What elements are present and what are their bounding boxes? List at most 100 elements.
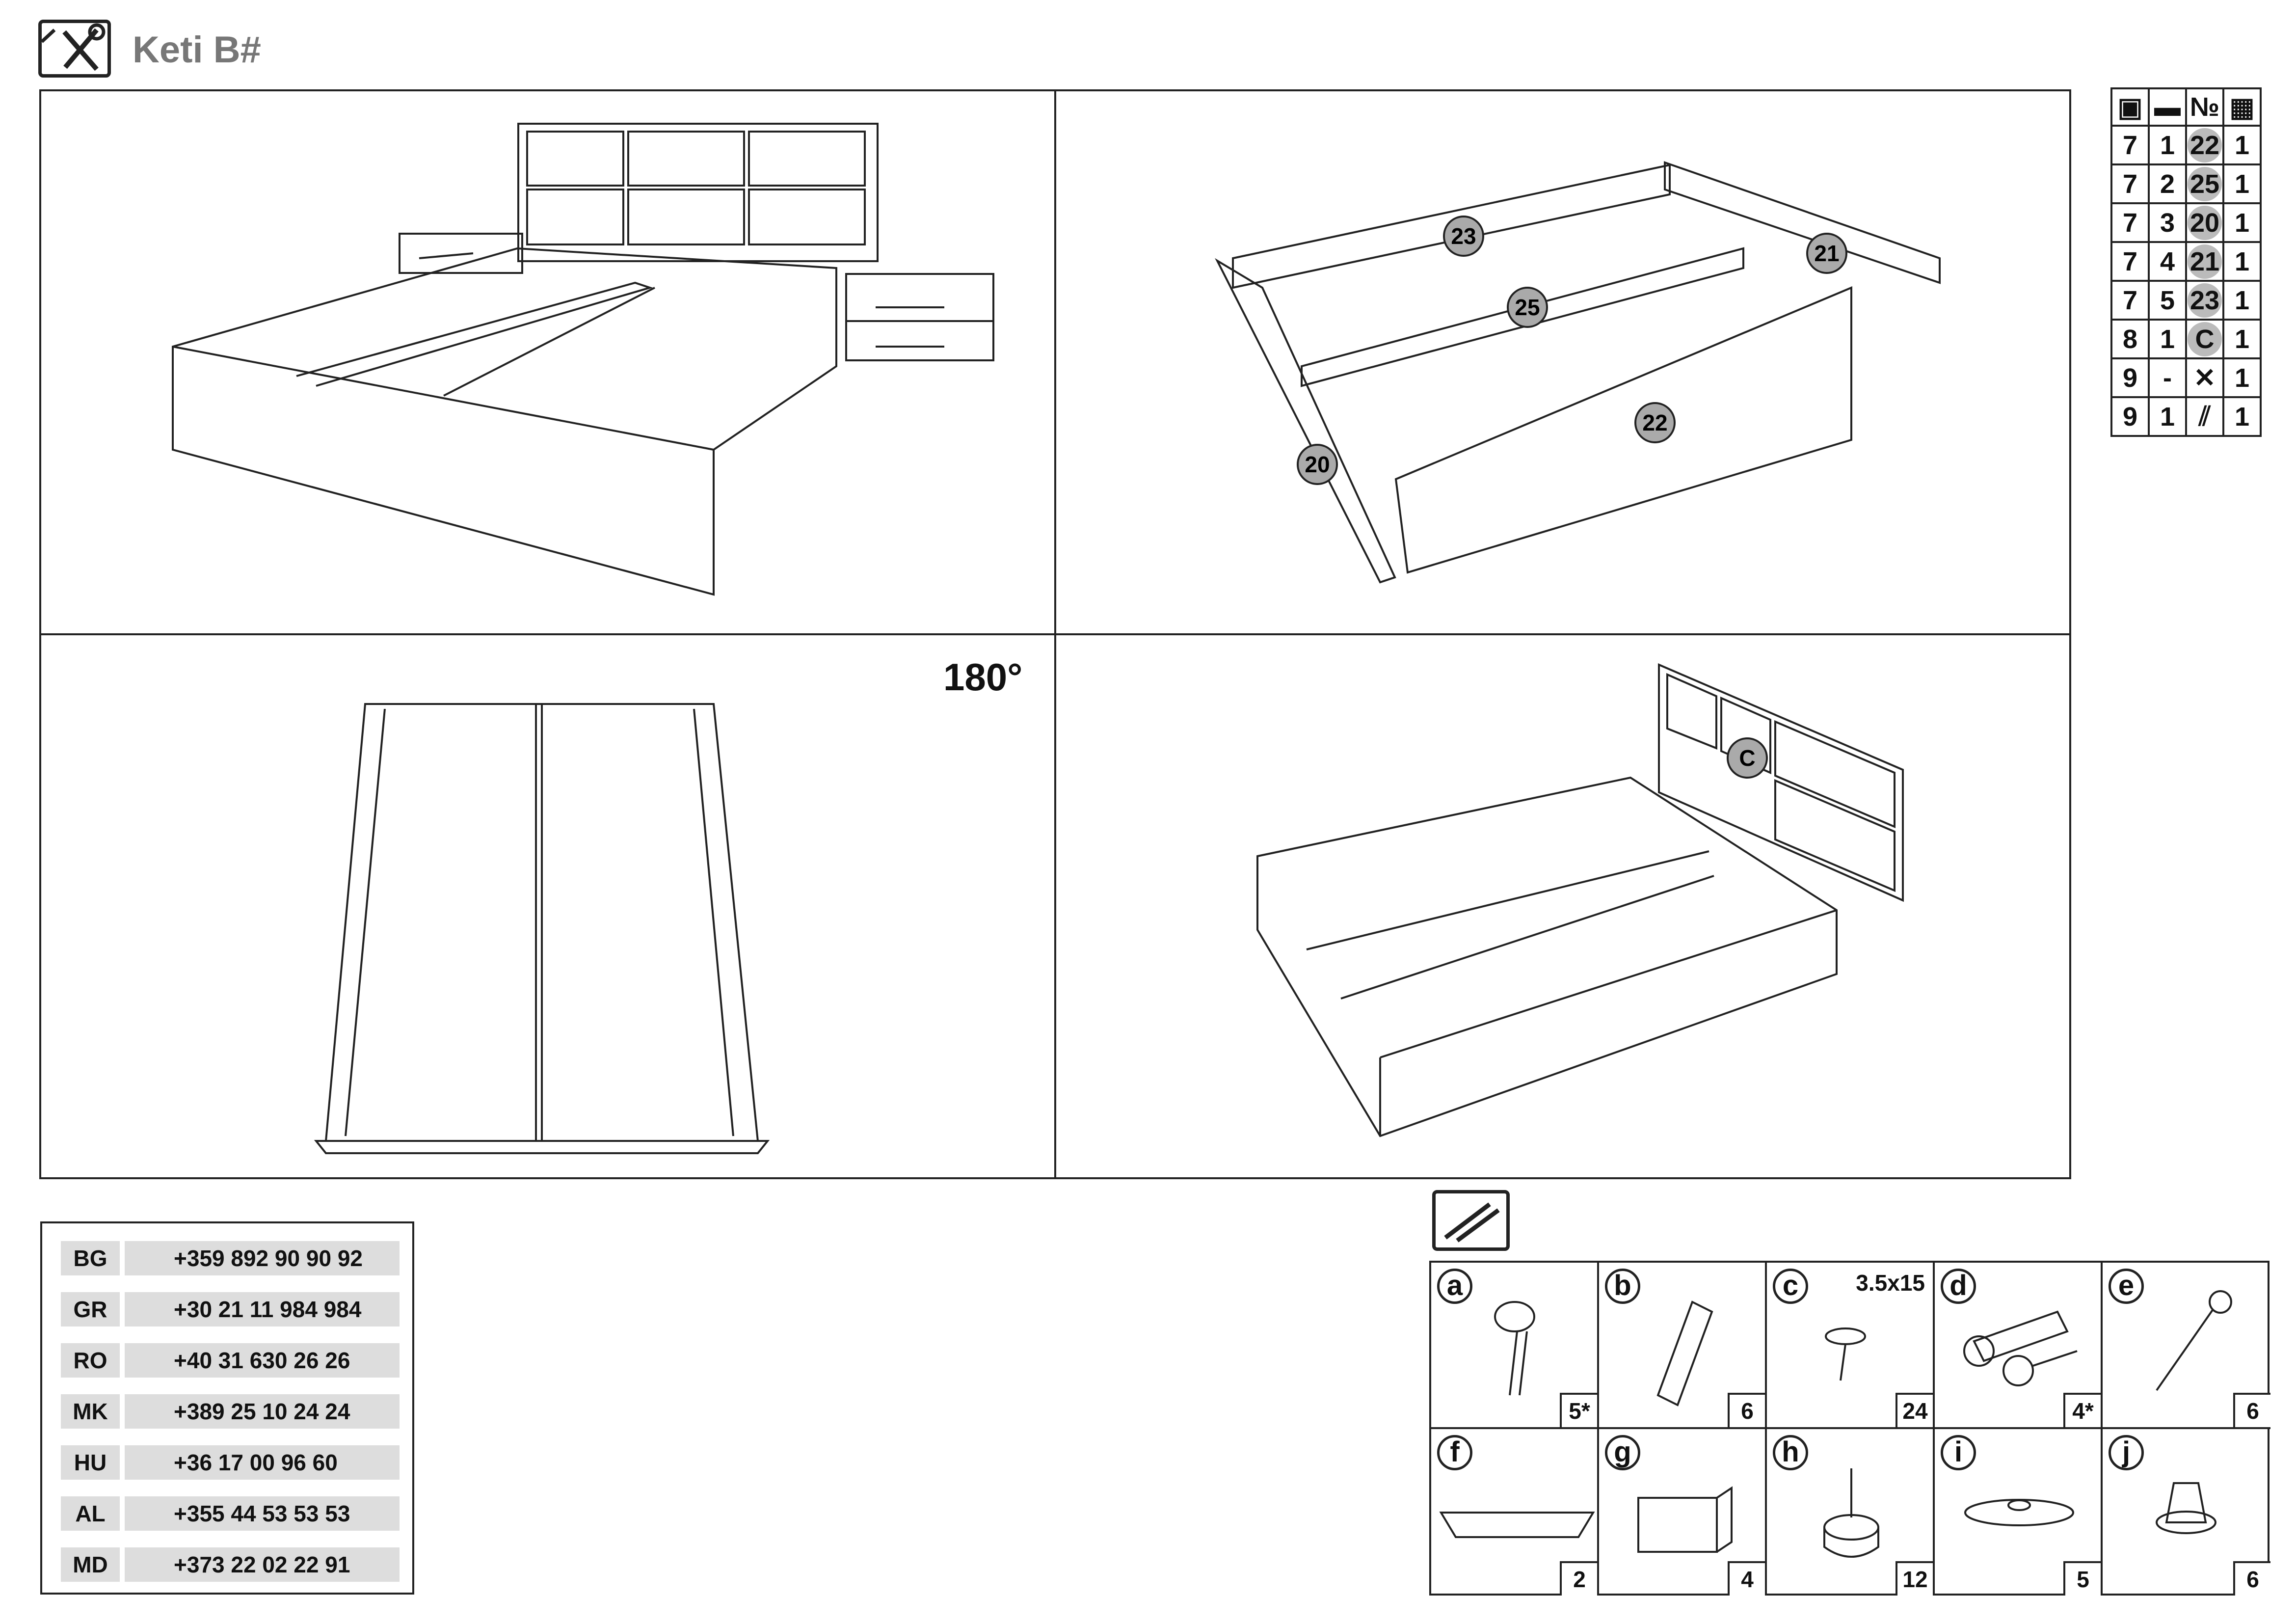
parts-cell: 1 [2222,241,2262,282]
hardware-item-i: i 5 [1935,1429,2103,1596]
hardware-item-e: e 6 [2103,1263,2270,1429]
hardware-item-g: g 4 [1599,1429,1767,1596]
hardware-qty: 24 [1896,1393,1933,1427]
parts-cell: 8 [2110,319,2150,359]
parts-row: 8 1 C 1 [2110,319,2262,359]
hardware-grid: a 5* b 6 c 3.5x15 24 d 4* e 6 f 2 g 4 h … [1429,1261,2270,1596]
hardware-letter: a [1437,1269,1472,1304]
box-icon: ▣ [2110,87,2150,127]
parts-cell: 7 [2110,202,2150,243]
hardware-letter: d [1941,1269,1976,1304]
hardware-item-b: b 6 [1599,1263,1767,1429]
parts-cell: 1 [2222,280,2262,321]
angle-bracket-icon [1637,1486,1733,1553]
headboard-attach-drawing: C [1256,663,1904,1137]
parts-row: 9 1 ⫽ 1 [2110,396,2262,437]
country-code: MK [61,1394,120,1429]
phone-number[interactable]: +389 25 10 24 24 [125,1394,400,1429]
hardware-qty: 4 [1728,1561,1765,1596]
hardware-qty: 6 [1728,1393,1765,1427]
parts-cell: 9 [2110,396,2150,437]
corner-bracket-icon [1439,1512,1595,1538]
parts-cell: 7 [2110,280,2150,321]
parts-row: 7 3 20 1 [2110,202,2262,243]
pack-icon: ▦ [2222,87,2262,127]
fittings-pack-icon [1432,1190,1510,1251]
part-21-label: 21 [1814,241,1839,266]
part-22-label: 22 [1642,410,1667,435]
tools-icon: ✕ [2185,357,2224,398]
fittings-icon: ⫽ [2185,396,2224,437]
parts-cell: 23 [2185,280,2224,321]
country-code: MD [61,1547,120,1582]
hardware-qty: 12 [1896,1561,1933,1596]
hardware-qty: 5 [2063,1561,2101,1596]
country-code: GR [61,1292,120,1326]
frame-panels-drawing: 23 21 25 22 20 [1215,161,1941,584]
parts-cell: 1 [2148,125,2187,165]
step-2-panel: 23 21 25 22 20 [1054,89,2071,635]
screw-icon [1825,1327,1866,1381]
parts-cell: 2 [2148,163,2187,204]
hardware-qty: 4* [2063,1393,2101,1427]
phone-number[interactable]: +36 17 00 96 60 [125,1445,400,1480]
parts-cell: 1 [2222,163,2262,204]
hardware-letter: j [2109,1435,2144,1470]
parts-cell: 1 [2222,125,2262,165]
phone-number[interactable]: +40 31 630 26 26 [125,1343,400,1378]
long-screw-icon [2156,1290,2232,1391]
part-25-label: 25 [1515,295,1540,320]
parts-cell: 7 [2110,125,2150,165]
parts-cell: 1 [2222,319,2262,359]
parts-row: 7 1 22 1 [2110,125,2262,165]
step-4-panel: C [1054,633,2071,1179]
parts-cell: 1 [2222,396,2262,437]
hardware-item-d: d 4* [1935,1263,2103,1429]
phone-number[interactable]: +30 21 11 984 984 [125,1292,400,1326]
parts-cell: C [2185,319,2224,359]
parts-cell: - [2148,357,2187,398]
hardware-letter: e [2109,1269,2144,1304]
parts-cell: 1 [2222,357,2262,398]
phone-number[interactable]: +355 44 53 53 53 [125,1496,400,1531]
parts-table-header: ▣ ▬ № ▦ [2110,87,2262,127]
connector-bolt-icon [1963,1310,2078,1386]
part-23-label: 23 [1451,223,1476,249]
parts-cell: 25 [2185,163,2224,204]
country-code: HU [61,1445,120,1480]
hardware-qty: 2 [1560,1561,1597,1596]
parts-cell: 5 [2148,280,2187,321]
part-number-badge: 25 [2188,166,2222,201]
parts-cell: 4 [2148,241,2187,282]
part-number-badge: C [2188,322,2222,356]
support-phones: BG ✆ +359 892 90 90 92 GR ✆ +30 21 11 98… [40,1221,414,1595]
page-title: Keti B# [133,29,261,71]
parts-row: 7 4 21 1 [2110,241,2262,282]
frame-underside-drawing [314,703,770,1154]
hardware-item-a: a 5* [1431,1263,1599,1429]
country-code: BG [61,1241,120,1275]
screw-size: 3.5x15 [1856,1270,1925,1296]
hardware-letter: c [1773,1269,1808,1304]
hardware-item-f: f 2 [1431,1429,1599,1596]
phone-number[interactable]: +373 22 02 22 91 [125,1547,400,1582]
hardware-item-c: c 3.5x15 24 [1767,1263,1935,1429]
hardware-item-j: j 6 [2103,1429,2270,1596]
phone-number[interactable]: +359 892 90 90 92 [125,1241,400,1275]
hardware-item-h: h 12 [1767,1429,1935,1596]
parts-row: 7 5 23 1 [2110,280,2262,321]
hardware-letter: i [1941,1435,1976,1470]
assembled-bed-drawing [172,123,994,596]
foot-pad-icon [1964,1499,2074,1526]
parts-cell: 1 [2148,319,2187,359]
hardware-letter: g [1605,1435,1640,1470]
country-code: AL [61,1496,120,1531]
parts-cell: 1 [2148,396,2187,437]
parts-cell: 7 [2110,163,2150,204]
hardware-letter: h [1773,1435,1808,1470]
part-20-label: 20 [1305,452,1330,477]
hardware-qty: 6 [2233,1561,2270,1596]
parts-cell: 9 [2110,357,2150,398]
leg-icon [2156,1482,2216,1534]
hardware-qty: 5* [1560,1393,1597,1427]
